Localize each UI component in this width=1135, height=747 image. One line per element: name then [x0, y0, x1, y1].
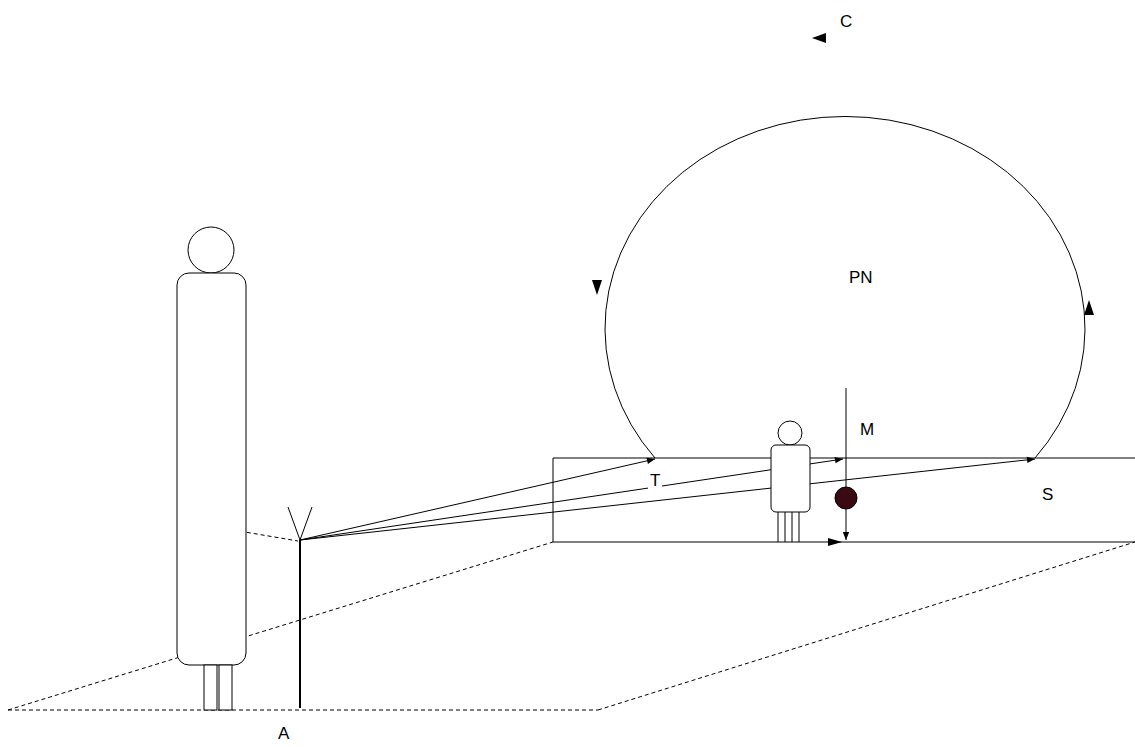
- loop-label: PN: [847, 268, 875, 287]
- loop-top-label: C: [838, 12, 854, 31]
- falling-ball: [828, 388, 857, 546]
- point-label: M: [858, 420, 876, 439]
- antenna-pole: [288, 507, 312, 708]
- point-label: T: [648, 471, 662, 490]
- platform: [553, 458, 1135, 542]
- small-person: [771, 421, 810, 542]
- pole-label: A: [276, 724, 291, 743]
- loop-track: [605, 116, 1085, 458]
- loop-arrowheads: [592, 33, 1094, 315]
- point-label: S: [1040, 485, 1055, 504]
- observer: [177, 227, 246, 710]
- sight-lines: [300, 459, 1035, 540]
